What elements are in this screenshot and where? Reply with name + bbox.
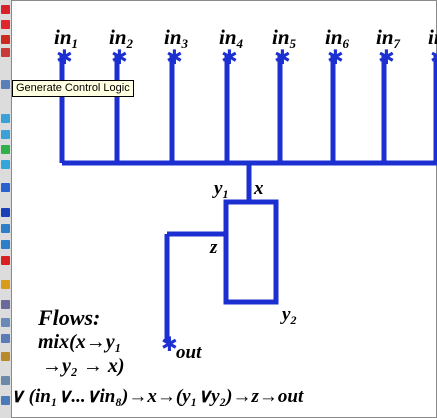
flows-title: Flows:	[37, 305, 100, 330]
rectangle-icon[interactable]	[1, 208, 10, 217]
input-label-4: in4	[219, 25, 244, 51]
box-icon[interactable]	[1, 240, 10, 249]
vertical-toolbar	[0, 0, 12, 418]
z-label: z	[209, 237, 218, 258]
tree-icon[interactable]	[1, 396, 10, 405]
input-port-3-icon: ✱	[166, 45, 183, 69]
box-icon[interactable]	[1, 224, 10, 233]
flows-line-2: →y₂ → x)	[42, 355, 125, 377]
panel-icon[interactable]	[1, 318, 10, 327]
input-label-2: in2	[109, 25, 134, 51]
mixer-block	[223, 199, 279, 305]
pen-icon[interactable]	[1, 352, 10, 361]
y2-label: y2	[280, 304, 296, 327]
x-label: x	[253, 178, 264, 199]
input-label-1: in1	[54, 25, 78, 51]
y1-label: y1	[212, 178, 228, 201]
input-port-7-icon: ✱	[378, 45, 395, 69]
arrow-right-icon[interactable]	[1, 130, 10, 139]
input-label-5: in5	[272, 25, 297, 51]
double-arrow-icon[interactable]	[1, 183, 10, 192]
input-port-8-icon: ✱	[430, 45, 437, 69]
arrow-right-icon[interactable]	[1, 160, 10, 169]
input-label-3: in3	[164, 25, 189, 51]
input-port-1-icon: ✱	[56, 45, 73, 69]
wires	[59, 55, 437, 342]
input-label-8: in	[428, 25, 437, 49]
panel-icon[interactable]	[1, 300, 10, 309]
diagram-canvas[interactable]: ✱ ✱ ✱ ✱ ✱ ✱ ✱ ✱ ✱ in1 in2 in3 in4 in5 in6 in7 in y1 x z…	[12, 0, 437, 418]
input-port-4-icon: ✱	[221, 45, 238, 69]
panel-icon[interactable]	[1, 334, 10, 343]
out-label: out	[176, 342, 202, 363]
layout-icon[interactable]	[1, 376, 10, 385]
flow-diagram: ✱ ✱ ✱ ✱ ✱ ✱ ✱ ✱ ✱ in1 in2 in3 in4 in5 in6 in7 in y1 x z…	[12, 25, 437, 407]
flows-line-3: ∨ (in₁∨...∨in₈)→x→(y₁∨y₂)→z→out	[12, 386, 304, 407]
input-port-5-icon: ✱	[274, 45, 291, 69]
generate-control-logic-icon[interactable]	[1, 80, 10, 89]
input-port-2-icon: ✱	[111, 45, 128, 69]
output-port-icon: ✱	[161, 332, 178, 356]
tooltip-generate-control-logic: Generate Control Logic	[12, 80, 134, 97]
flows-line-1: mix(x→y₁	[38, 331, 122, 353]
input-label-6: in6	[325, 25, 350, 51]
input-port-6-icon: ✱	[327, 45, 344, 69]
pencil-icon[interactable]	[1, 280, 10, 289]
target-icon[interactable]	[1, 20, 10, 29]
stop-icon[interactable]	[1, 5, 10, 14]
connector-icon[interactable]	[1, 256, 10, 265]
input-ports: ✱ ✱ ✱ ✱ ✱ ✱ ✱ ✱ ✱	[56, 45, 437, 356]
diamond-icon[interactable]	[1, 145, 10, 154]
step-icon[interactable]	[1, 35, 10, 44]
input-label-7: in7	[376, 25, 401, 51]
grid-icon[interactable]	[1, 48, 10, 57]
input-labels: in1 in2 in3 in4 in5 in6 in7 in	[54, 25, 437, 51]
arrow-right-icon[interactable]	[1, 114, 10, 123]
